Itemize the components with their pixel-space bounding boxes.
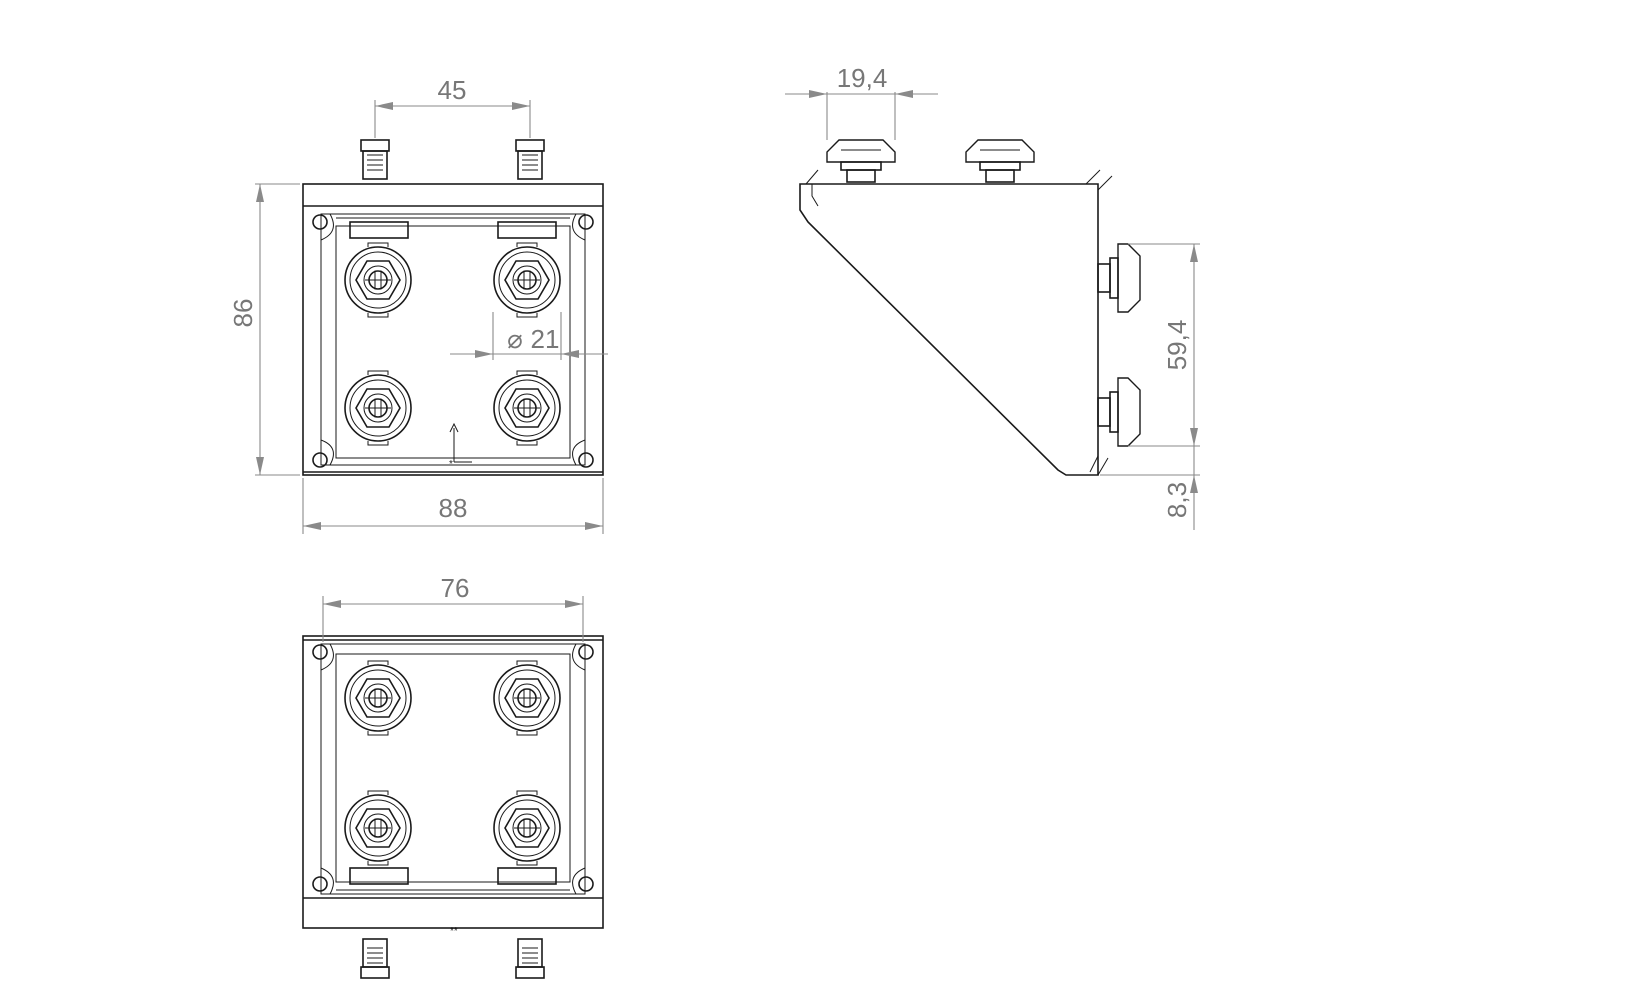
tnut-top-left xyxy=(826,139,896,183)
stud-left-bottom xyxy=(360,938,390,979)
dimension-diameter-symbol: ⌀ xyxy=(507,324,523,354)
dimension-bottom-width: 76 xyxy=(441,573,470,603)
stud-right-bottom xyxy=(515,938,545,979)
dimension-nut-width: 19,4 xyxy=(837,63,888,93)
stud-left xyxy=(360,139,390,180)
dimension-bolt-spacing: 45 xyxy=(438,75,467,105)
bottom-plate-outline xyxy=(302,635,604,929)
bolt-top-right xyxy=(493,242,561,318)
bolt-bottom-right-bottom-view xyxy=(493,790,561,866)
dimension-width: 88 xyxy=(439,493,468,523)
bracket-profile xyxy=(799,183,1099,476)
dimension-vertical-spacing: 59,4 xyxy=(1162,320,1192,371)
bolt-top-left xyxy=(344,242,412,318)
top-plate-outline xyxy=(302,183,604,476)
bolt-bottom-left-bottom-view xyxy=(344,790,412,866)
tnut-side-upper xyxy=(1097,243,1141,313)
svg-text:**: ** xyxy=(450,926,458,937)
stud-right xyxy=(515,139,545,180)
svg-text:*: * xyxy=(449,459,453,470)
tnut-side-lower xyxy=(1097,377,1141,447)
bolt-bottom-left xyxy=(344,370,412,446)
bolt-top-right-bottom-view xyxy=(493,660,561,736)
dimension-diameter: 21 xyxy=(531,324,560,354)
tnut-top-right xyxy=(965,139,1035,183)
bolt-top-left-bottom-view xyxy=(344,660,412,736)
top-view: * 45 86 88 ⌀ 21 xyxy=(228,75,608,534)
bottom-view: ** 76 xyxy=(302,573,604,979)
dimension-height: 86 xyxy=(228,299,258,328)
bolt-bottom-right xyxy=(493,370,561,446)
side-view: 19,4 59,4 8,3 xyxy=(785,63,1200,530)
dimension-bottom-offset: 8,3 xyxy=(1162,482,1192,518)
